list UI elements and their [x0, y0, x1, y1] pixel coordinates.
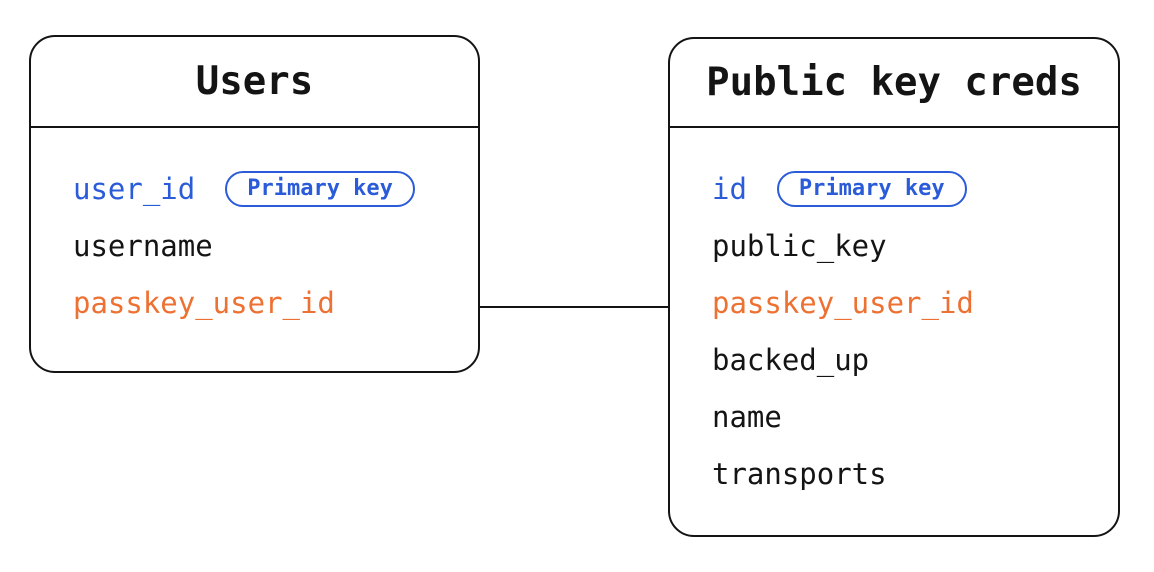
table-users-header: Users — [31, 37, 478, 128]
field-row-passkey-user-id: passkey_user_id — [73, 274, 478, 331]
table-public-key-creds-title: Public key creds — [706, 60, 1082, 105]
field-row-username: username — [73, 217, 478, 274]
field-name-name: name — [712, 399, 782, 434]
field-name-id: id — [712, 171, 747, 206]
field-row-user-id: user_id Primary key — [73, 160, 478, 217]
field-name-transports: transports — [712, 456, 887, 491]
field-name-username: username — [73, 228, 213, 263]
field-row-public-key: public_key — [712, 217, 1118, 274]
field-name-public-key: public_key — [712, 228, 887, 263]
relationship-line — [480, 306, 668, 308]
table-users-fields: user_id Primary key username passkey_use… — [31, 128, 478, 331]
table-public-key-creds-fields: id Primary key public_key passkey_user_i… — [670, 128, 1118, 502]
field-row-passkey-user-id: passkey_user_id — [712, 274, 1118, 331]
field-name-backed-up: backed_up — [712, 342, 870, 377]
field-row-name: name — [712, 388, 1118, 445]
primary-key-badge: Primary key — [776, 170, 967, 207]
table-users: Users user_id Primary key username passk… — [29, 35, 480, 373]
table-public-key-creds-header: Public key creds — [670, 39, 1118, 128]
primary-key-badge: Primary key — [225, 170, 415, 207]
field-row-backed-up: backed_up — [712, 331, 1118, 388]
field-name-user-id: user_id — [73, 171, 196, 206]
field-row-id: id Primary key — [712, 160, 1118, 217]
table-users-title: Users — [195, 59, 314, 104]
field-row-transports: transports — [712, 445, 1118, 502]
field-name-passkey-user-id: passkey_user_id — [712, 285, 974, 320]
table-public-key-creds: Public key creds id Primary key public_k… — [668, 37, 1120, 537]
field-name-passkey-user-id: passkey_user_id — [73, 285, 335, 320]
